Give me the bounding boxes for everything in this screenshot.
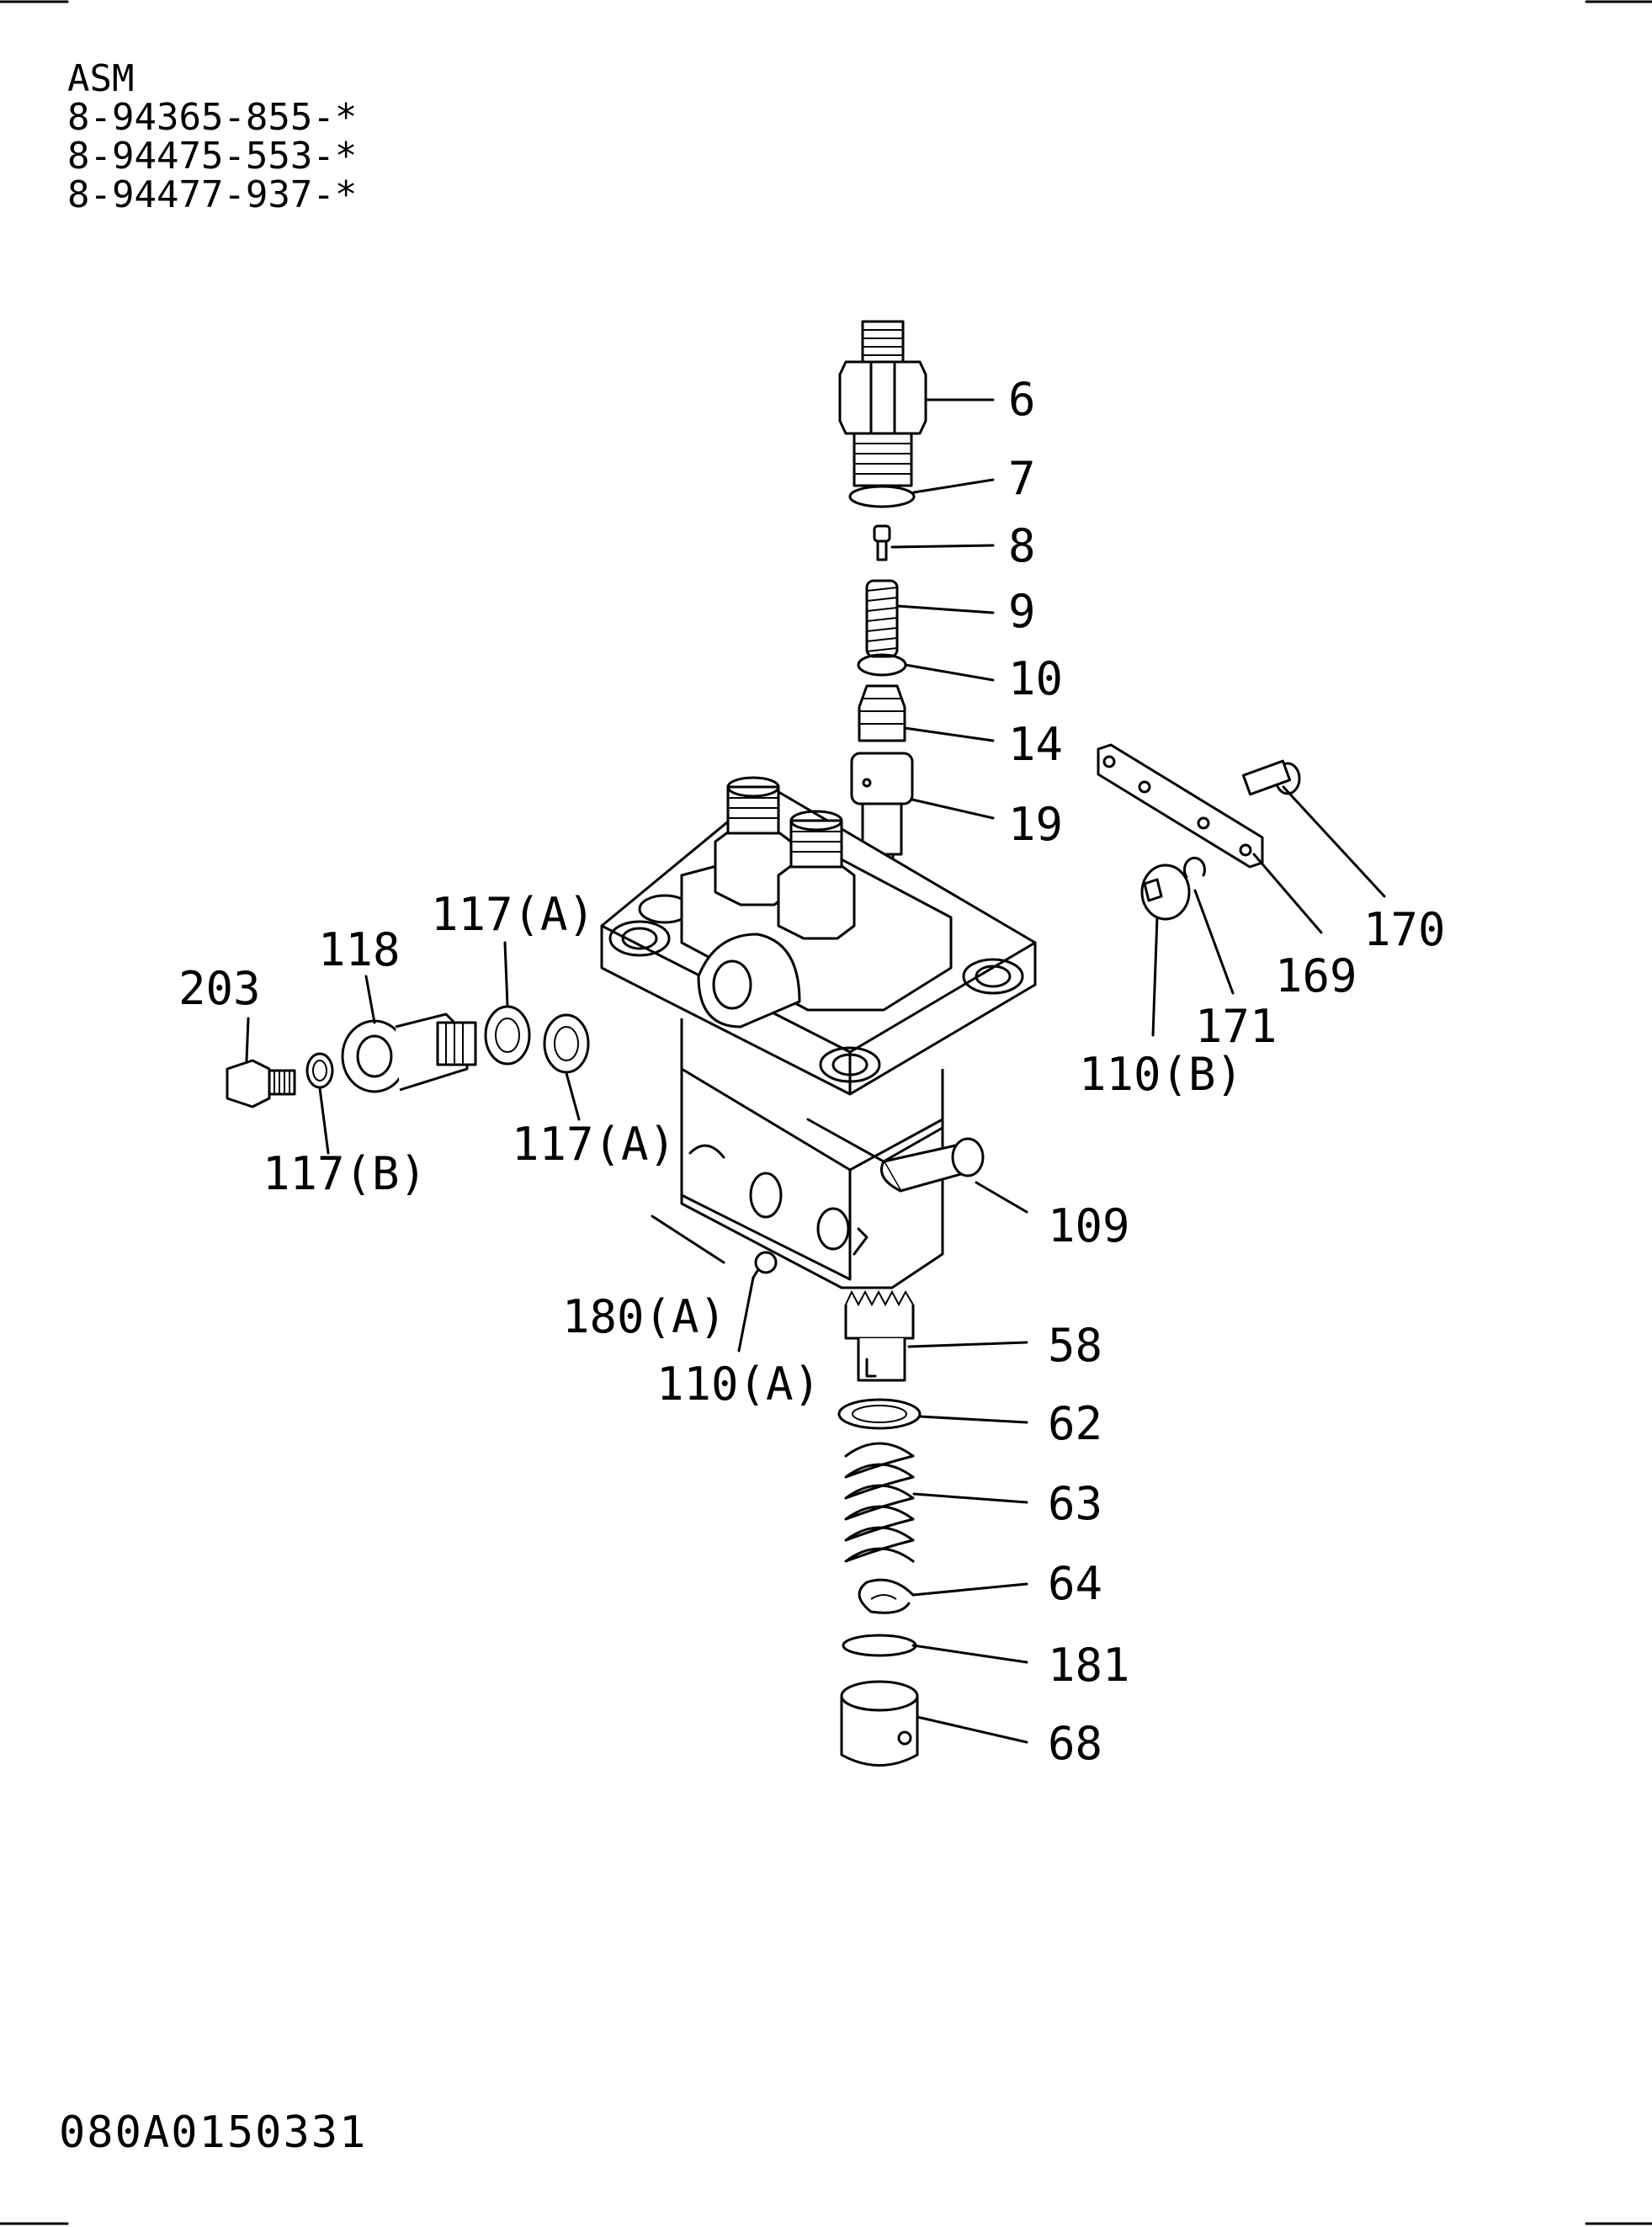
screw-part-170 <box>1241 759 1301 796</box>
delivery-valve-part-14 <box>858 684 906 742</box>
control-sleeve-part-58 <box>844 1289 915 1382</box>
callout-169: 169 <box>1275 949 1357 1002</box>
tappet-part-68 <box>840 1680 919 1767</box>
callout-110a: 110(A) <box>656 1358 821 1411</box>
callout-109: 109 <box>1048 1199 1130 1252</box>
stopper-part-8 <box>873 524 891 561</box>
callout-181: 181 <box>1048 1639 1130 1692</box>
spring-seat-part-64 <box>858 1578 915 1614</box>
gasket-part-7 <box>848 485 916 508</box>
pump-housing <box>600 776 1037 1289</box>
washer-part-117a-2-inner <box>554 1026 579 1061</box>
washer-part-117a-1-inner <box>495 1018 520 1053</box>
callout-58: 58 <box>1048 1319 1103 1372</box>
callout-68: 68 <box>1048 1717 1103 1770</box>
plunger-spring-part-63 <box>844 1442 915 1563</box>
shim-part-181 <box>842 1634 917 1657</box>
leader-lines <box>245 398 1386 1744</box>
cam-part-110b <box>1140 864 1191 921</box>
spring-seat-part-62 <box>837 1398 922 1430</box>
spring-part-9 <box>865 579 899 658</box>
part-number-2: 8-94475-553-* <box>67 135 358 178</box>
washer-part-117a-2 <box>543 1013 590 1074</box>
callout-63: 63 <box>1048 1477 1103 1530</box>
callout-117a-top: 117(A) <box>431 888 596 941</box>
spring-seat-part-62-inner <box>852 1405 907 1423</box>
drawing-code: 080A0150331 <box>59 2107 368 2158</box>
eye-bolt-part-118 <box>341 1013 477 1093</box>
screw-part-110a <box>752 1251 778 1279</box>
washer-part-117a-1 <box>484 1005 531 1066</box>
part-number-1: 8-94365-855-* <box>67 96 358 139</box>
callout-118: 118 <box>318 923 401 976</box>
callout-6: 6 <box>1008 373 1036 426</box>
bolt-part-203 <box>226 1059 296 1108</box>
callout-64: 64 <box>1048 1557 1103 1610</box>
callout-62: 62 <box>1048 1397 1103 1450</box>
clip-part-171 <box>1182 856 1206 879</box>
washer-part-117b-inner <box>312 1060 327 1082</box>
washer-part-117b <box>305 1052 334 1089</box>
callout-110b: 110(B) <box>1079 1048 1244 1101</box>
callout-117a-mid: 117(A) <box>512 1118 677 1171</box>
callout-117b: 117(B) <box>263 1147 428 1200</box>
plate-part-169 <box>1097 743 1264 869</box>
washer-part-10 <box>857 653 907 677</box>
asm-label: ASM <box>67 57 135 100</box>
callout-14: 14 <box>1008 718 1064 771</box>
delivery-valve-holder-part-6 <box>838 320 927 487</box>
callout-170: 170 <box>1363 903 1446 956</box>
callout-171: 171 <box>1195 1000 1278 1053</box>
callout-180a: 180(A) <box>562 1290 727 1343</box>
part-number-3: 8-94477-937-* <box>67 173 358 216</box>
callout-8: 8 <box>1008 519 1036 572</box>
callout-7: 7 <box>1008 452 1036 505</box>
callout-9: 9 <box>1008 585 1036 638</box>
callout-203: 203 <box>178 962 261 1015</box>
callout-10: 10 <box>1008 652 1064 705</box>
callout-19: 19 <box>1008 798 1064 851</box>
